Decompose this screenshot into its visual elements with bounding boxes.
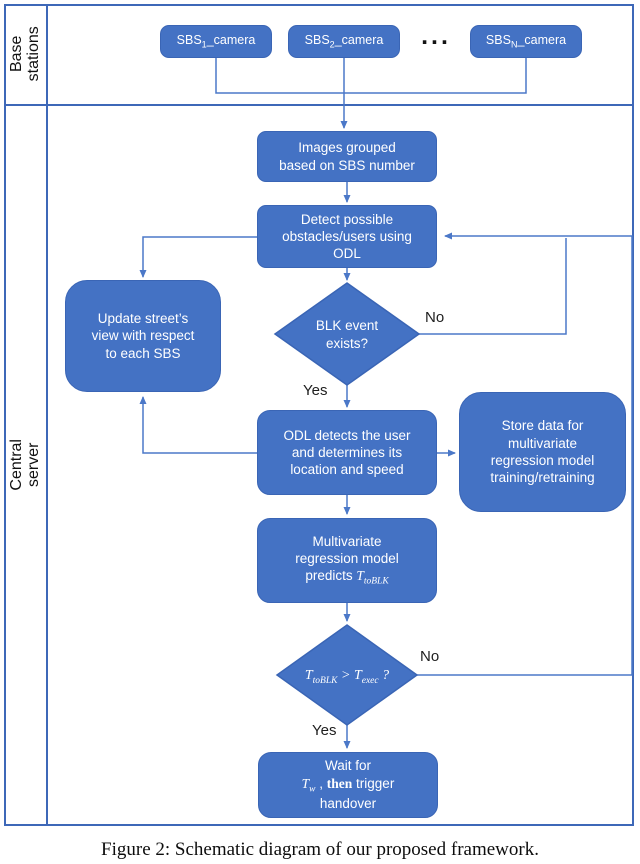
sbs1-camera-box: SBS1_camera <box>160 25 272 58</box>
detect-obstacles-box: Detect possible obstacles/users using OD… <box>257 205 437 268</box>
update-street-view-label: Update street’s view with respect to eac… <box>91 311 195 361</box>
regression-predict-mathline: predicts TtoBLK <box>305 568 389 588</box>
wait-handover-label: Wait for Tw , then trigger handover <box>301 758 395 812</box>
regression-predict-box: Multivariate regression model predicts T… <box>257 518 437 603</box>
blk-event-question: BLK event exists? <box>315 318 379 351</box>
update-street-view-box: Update street’s view with respect to eac… <box>65 280 221 392</box>
store-data-label: Store data for multivariate regression m… <box>490 418 595 486</box>
regression-predict-label: Multivariate regression model predicts T… <box>295 533 399 588</box>
images-grouped-label: Images grouped based on SBS number <box>279 140 415 173</box>
store-data-box: Store data for multivariate regression m… <box>459 392 626 512</box>
blk-no-label: No <box>425 309 445 326</box>
wait-handover-box: Wait for Tw , then trigger handover <box>258 752 438 818</box>
base-stations-label: Base stations <box>8 26 43 82</box>
time-compare-question: TtoBLK > Texec ? <box>304 668 390 686</box>
row-label-central-server: Central server <box>4 104 48 826</box>
ellipsis-label: ... <box>421 22 451 50</box>
sbs1-camera-label: SBS1_camera <box>176 32 256 50</box>
figure-border <box>4 4 634 826</box>
central-server-label: Central server <box>8 439 43 491</box>
images-grouped-box: Images grouped based on SBS number <box>257 131 437 182</box>
sbsN-camera-box: SBSN_camera <box>470 25 582 58</box>
section-divider <box>4 104 634 106</box>
odl-detects-label: ODL detects the user and determines its … <box>283 427 411 478</box>
row-label-column <box>4 4 48 826</box>
sbs2-camera-box: SBS2_camera <box>288 25 400 58</box>
time-no-label: No <box>420 648 440 665</box>
blk-yes-label: Yes <box>303 382 328 399</box>
row-label-base-stations: Base stations <box>4 4 48 104</box>
wait-handover-mathline: Tw , then trigger <box>301 775 395 795</box>
figure-caption: Figure 2: Schematic diagram of our propo… <box>101 839 539 860</box>
odl-detects-box: ODL detects the user and determines its … <box>257 410 437 495</box>
time-yes-label: Yes <box>312 722 337 739</box>
sbs2-camera-label: SBS2_camera <box>304 32 384 50</box>
detect-obstacles-label: Detect possible obstacles/users using OD… <box>282 211 412 262</box>
sbsN-camera-label: SBSN_camera <box>485 32 567 50</box>
